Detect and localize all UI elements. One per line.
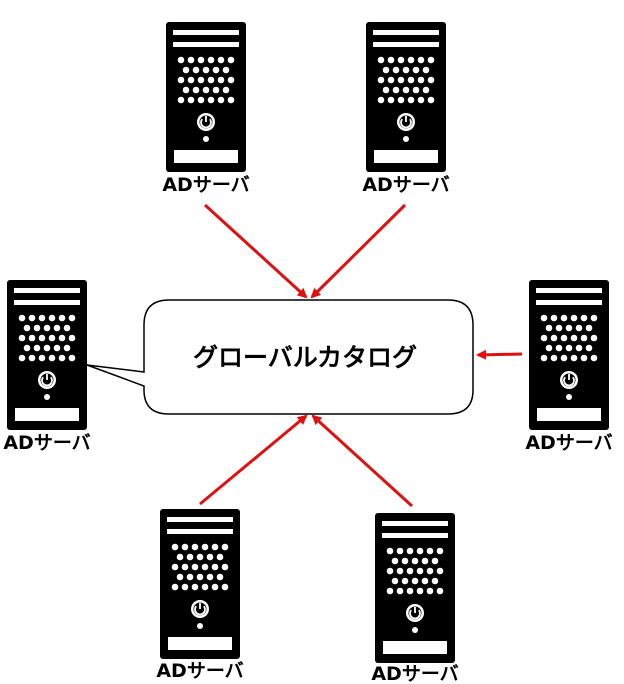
server-tower-icon [159, 508, 241, 660]
server-top-left: ADサーバ [162, 21, 250, 196]
server-tower-icon [374, 512, 456, 664]
server-label: ADサーバ [362, 174, 449, 196]
server-bottom-right: ADサーバ [371, 512, 459, 684]
server-right: ADサーバ [525, 279, 613, 454]
server-bottom-left: ADサーバ [156, 508, 244, 682]
arrow-top-left [203, 203, 308, 299]
server-left: ADサーバ [3, 279, 91, 454]
arrow-right [476, 349, 523, 360]
server-tower-icon [528, 279, 610, 431]
server-label: ADサーバ [3, 432, 90, 454]
arrow-bottom-right [311, 414, 414, 508]
server-label: ADサーバ [371, 663, 458, 684]
server-tower-icon [6, 279, 88, 431]
server-tower-icon [165, 21, 247, 173]
global-catalog-bubble: グローバルカタログ [86, 299, 474, 415]
arrow-top-right [310, 203, 407, 299]
arrow-bottom-left [199, 414, 308, 506]
global-catalog-label: グローバルカタログ [193, 343, 417, 372]
server-tower-icon [365, 21, 447, 173]
server-label: ADサーバ [525, 432, 612, 454]
server-top-right: ADサーバ [362, 21, 450, 196]
server-label: ADサーバ [162, 174, 249, 196]
arrows [199, 203, 523, 508]
server-label: ADサーバ [156, 660, 243, 682]
